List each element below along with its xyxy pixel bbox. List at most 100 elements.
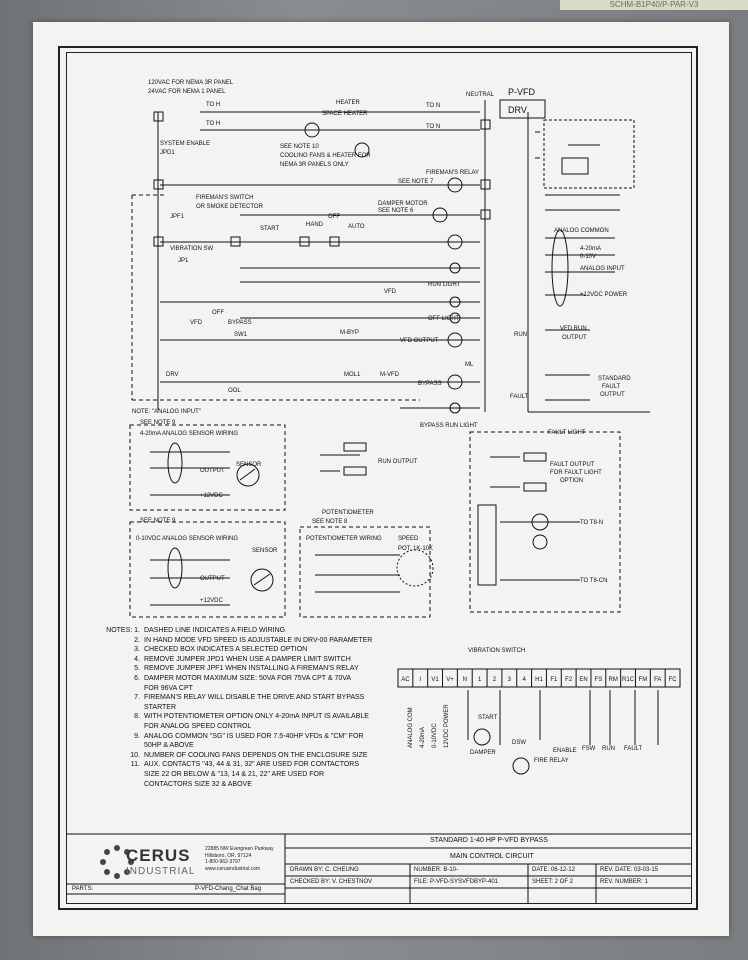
terminal-label: V1: [431, 677, 439, 683]
system-enable-label: SYSTEM ENABLE: [160, 141, 210, 147]
vfd-run-output-label-2: OUTPUT: [562, 335, 587, 341]
run-light-label: RUN LIGHT: [428, 282, 461, 288]
note-number-4: 4.: [134, 655, 140, 663]
parts-value: P-VFD-Chang_Chat Bag: [195, 886, 262, 892]
note-text-3: CHECKED BOX INDICATES A SELECTED OPTION: [144, 646, 308, 654]
ool-label: OOL: [228, 388, 241, 394]
notes-heading: NOTES:: [106, 627, 133, 634]
drawn-by: DRAWN BY: C. CHEUNG: [290, 867, 359, 873]
terminal-label: F2: [565, 677, 573, 683]
note-number-1: 1.: [134, 627, 140, 634]
note-text-8: WITH POTENTIOMETER OPTION ONLY 4-20mA IN…: [144, 713, 369, 721]
to-n-label-1: TO N: [426, 103, 440, 109]
note-text-9-cont: 50HP & ABOVE: [144, 742, 194, 750]
vfd-label: VFD: [384, 289, 397, 295]
m-byp-label: M-BYP: [340, 330, 359, 336]
address-line-2: Hillsboro, OR. 97124: [205, 852, 252, 859]
note-text-7: FIREMAN'S RELAY WILL DISABLE THE DRIVE A…: [144, 694, 365, 702]
note-text-4: REMOVE JUMPER JPD1 WHEN USE A DAMPER LIM…: [144, 655, 351, 663]
note-row-2: 2.IN HAND MODE VFD SPEED IS ADJUSTABLE I…: [102, 636, 402, 646]
speed-pot-label-1: SPEED: [398, 536, 419, 542]
note-text-9: ANALOG COMMON "SG" IS USED FOR 7.5-40HP …: [144, 732, 364, 740]
damper-motor-label: DAMPER MOTOR: [378, 201, 428, 207]
sw1-label: SW1: [234, 332, 248, 338]
see-note-9-label-2: SEE NOTE 9: [140, 518, 176, 524]
tb-fire-relay-label: FIRE RELAY: [534, 758, 569, 764]
note-row-1: NOTES: 1. DASHED LINE INDICATES A FIELD …: [102, 626, 402, 636]
standard-fault-label-3: OUTPUT: [600, 392, 625, 398]
sensor-label-2: SENSOR: [252, 548, 278, 554]
note-row-11: 11. AUX. CONTACTS "43, 44 & 31, 32" ARE U…: [102, 760, 402, 770]
sensor-4-20-label: 4-20mA ANALOG SENSOR WIRING: [140, 431, 238, 437]
note-number-8: 8.: [134, 713, 140, 721]
drive-subtitle: DRV: [508, 105, 527, 115]
standard-fault-label-2: FAULT: [602, 384, 621, 390]
fault-output-label-1: FAULT OUTPUT: [550, 462, 595, 468]
to-n-label-2: TO N: [426, 124, 440, 130]
sensor-0-10-label: 0-10VDC ANALOG SENSOR WIRING: [136, 536, 238, 542]
cerus-logo-icon: [100, 845, 134, 879]
drv-label: DRV: [166, 372, 179, 378]
note-text-1: DASHED LINE INDICATES A FIELD WIRING: [144, 627, 286, 634]
fault-output-label-3: OPTION: [560, 478, 583, 484]
address-line-4: www.cerusindustrial.com: [205, 865, 261, 872]
note-text-6-cont: FOR 96VA CPT: [144, 684, 193, 692]
note-text-11: AUX. CONTACTS "43, 44 & 31, 32" ARE USED…: [144, 761, 360, 769]
note-row-9: 9.ANALOG COMMON "SG" IS USED FOR 7.5-40H…: [102, 732, 402, 742]
revision-number: REV. NUMBER: 1: [600, 879, 648, 885]
see-note-10-label: SEE NOTE 10: [280, 144, 319, 150]
address-line-3: 1-800-962-3797: [205, 859, 241, 865]
note-row-10: 10.NUMBER OF COOLING FANS DEPENDS ON THE…: [102, 751, 402, 761]
output-label-2: OUTPUT: [200, 576, 225, 582]
drawing-title: STANDARD 1-40 HP P-VFD BYPASS: [430, 837, 548, 844]
terminal-label: RM: [609, 677, 618, 683]
see-note-7-label: SEE NOTE 7: [398, 179, 434, 185]
note-number-6: 6.: [134, 674, 140, 682]
drawing-number: NUMBER: B-10-: [414, 867, 459, 873]
tb-start-label: START: [478, 715, 497, 721]
notes-block: NOTES: 1. DASHED LINE INDICATES A FIELD …: [102, 626, 402, 789]
note-number-7: 7.: [134, 694, 140, 702]
tb-label-analog-com: ANALOG COM: [408, 707, 414, 748]
speed-pot-label-2: POT. 1K-10K: [398, 546, 433, 552]
standard-fault-label-1: STANDARD: [598, 376, 631, 382]
note-number-11: 11.: [130, 761, 140, 769]
analog-common-label: ANALOG COMMON: [554, 228, 609, 234]
note-row-3: 3.CHECKED BOX INDICATES A SELECTED OPTIO…: [102, 645, 402, 655]
jpf1-label: JPF1: [170, 214, 185, 220]
see-note-9-label-1: SEE NOTE 9: [140, 420, 176, 426]
terminal-label: 2: [493, 677, 497, 683]
checked-by: CHECKED BY: V. CHESTNOV: [290, 879, 373, 885]
off-light-label: OFF LIGHT: [428, 316, 460, 322]
company-address: 22885 NW Evergreen Parkway Hillsboro, OR…: [205, 846, 274, 872]
run-output-label: RUN OUTPUT: [378, 459, 418, 465]
note-text-6: DAMPER MOTOR MAXIMUM SIZE: 50VA FOR 75VA…: [144, 674, 352, 682]
analog-0-10-label: 0-10V: [580, 254, 596, 260]
ml-label: ML: [465, 362, 474, 368]
mol1-label: MOL1: [344, 372, 361, 378]
note-number-2: 2.: [134, 636, 140, 644]
tb-fault-label: FAULT: [624, 746, 643, 752]
analog-4-20-label: 4-20mA: [580, 246, 601, 252]
drawing-file: FILE: P-VFD-SYSVFDBYP-401: [414, 879, 499, 885]
revision-date: REV. DATE: 03-03-15: [600, 867, 659, 873]
note-number-5: 5.: [134, 665, 140, 673]
terminal-label: FS: [595, 677, 603, 683]
note-row-4: 4. REMOVE JUMPER JPD1 WHEN USE A DAMPER L…: [102, 655, 402, 665]
note-row-6: 6. DAMPER MOTOR MAXIMUM SIZE: 50VA FOR 75…: [102, 674, 402, 684]
to-t8-cn-label: TO T8-CN: [580, 578, 607, 584]
vfd-output-label: VFD OUTPUT: [400, 338, 439, 344]
terminal-label: F1: [550, 677, 558, 683]
start-label: START: [260, 226, 279, 232]
to-t8-n-label: TO T8-N: [580, 520, 603, 526]
schematic-sheet: [33, 22, 729, 936]
terminal-label: AC: [401, 677, 410, 683]
top-corner-label: SCHM-B1P40/P-PAR-V3: [560, 0, 748, 10]
drawing-inner-border: [66, 52, 692, 904]
bypass-run-light-label: BYPASS RUN LIGHT: [420, 423, 478, 429]
note-text-11-cont: SIZE 22 OR BELOW & "13, 14 & 21, 22" ARE…: [144, 770, 325, 778]
firemans-relay-label: FIREMAN'S RELAY: [426, 170, 479, 176]
terminal-label: 1: [478, 677, 482, 683]
neutral-label: NEUTRAL: [466, 92, 495, 98]
